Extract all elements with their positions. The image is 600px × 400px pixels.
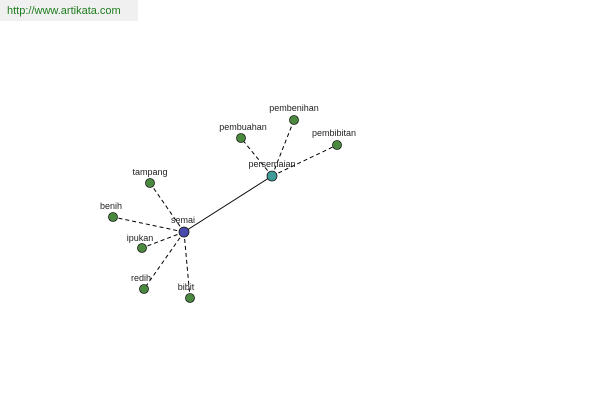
node-tampang[interactable]	[145, 178, 155, 188]
node-label-redih[interactable]: redih	[131, 273, 151, 283]
node-label-pembuahan[interactable]: pembuahan	[219, 122, 267, 132]
node-label-persemaian[interactable]: persemaian	[248, 159, 295, 169]
edges-layer	[112, 119, 338, 299]
node-label-pembibitan[interactable]: pembibitan	[312, 128, 356, 138]
node-redih[interactable]	[139, 284, 149, 294]
edge-semai-persemaian	[183, 175, 273, 233]
node-label-benih[interactable]: benih	[100, 201, 122, 211]
node-label-pembenihan[interactable]: pembenihan	[269, 103, 319, 113]
edge-persemaian-pembuahan	[240, 137, 273, 177]
edge-persemaian-pembibitan	[271, 144, 338, 177]
edge-semai-redih	[143, 231, 185, 290]
node-label-semai[interactable]: semai	[171, 215, 195, 225]
node-ipukan[interactable]	[137, 243, 147, 253]
node-benih[interactable]	[108, 212, 118, 222]
node-label-ipukan[interactable]: ipukan	[127, 233, 154, 243]
edge-semai-benih	[112, 216, 185, 233]
site-url-bar: http://www.artikata.com	[0, 0, 138, 21]
node-label-bibit[interactable]: bibit	[178, 282, 195, 292]
node-label-tampang[interactable]: tampang	[132, 167, 167, 177]
node-persemaian[interactable]	[266, 170, 278, 182]
edge-persemaian-pembenihan	[271, 119, 295, 177]
edge-semai-ipukan	[141, 231, 185, 249]
site-url-link[interactable]: http://www.artikata.com	[7, 5, 121, 17]
nodes-layer	[108, 115, 342, 303]
node-pembenihan[interactable]	[289, 115, 299, 125]
node-bibit[interactable]	[185, 293, 195, 303]
node-pembuahan[interactable]	[236, 133, 246, 143]
node-pembibitan[interactable]	[332, 140, 342, 150]
edge-semai-tampang	[149, 182, 185, 233]
node-semai[interactable]	[178, 226, 190, 238]
